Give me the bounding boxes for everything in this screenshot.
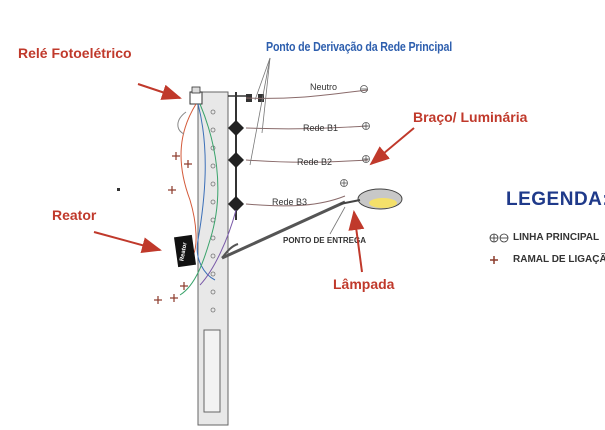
ponto-entrega-label: PONTO DE ENTREGA (283, 236, 366, 245)
callout-braco-luminaria: Braço/ Luminária (413, 109, 528, 125)
callout-arrows (93, 83, 415, 273)
wire-label-neutro: Neutro (310, 82, 337, 92)
ponto-entrega-pointer (329, 206, 346, 235)
legend-item-ramal-ligacao: RAMAL DE LIGAÇÃO (513, 254, 605, 265)
main-line-wires (245, 89, 369, 207)
stray-dot (117, 188, 120, 191)
branch-wires (177, 103, 237, 296)
lampada-arrow (348, 210, 365, 273)
arm-luminaire (221, 188, 403, 260)
legend-plus-icon (490, 256, 498, 264)
main-line-symbol-icons (340, 85, 370, 187)
callout-rele-fotoeletrico: Relé Fotoelétrico (18, 45, 132, 61)
photoelectric-relay (189, 86, 203, 105)
branch-plus-icons (154, 152, 192, 304)
wire-label-rede-b2: Rede B2 (297, 157, 332, 167)
diagram-title: Ponto de Derivação da Rede Principal (266, 39, 453, 54)
legend-title: LEGENDA: (506, 189, 605, 210)
callout-reator: Reator (52, 207, 97, 223)
callout-lampada: Lâmpada (333, 276, 395, 292)
wire-label-rede-b3: Rede B3 (272, 197, 307, 207)
reator-arrow (93, 231, 162, 253)
legend-symbol-icons (489, 233, 509, 243)
reator-box: Reator (173, 234, 197, 268)
rele-arrow (137, 83, 182, 100)
braco-arrow (369, 127, 415, 166)
insulator-rack (228, 92, 264, 220)
wire-label-rede-b1: Rede B1 (303, 123, 338, 133)
reator-box-label: Reator (179, 241, 188, 261)
derivation-pointers (249, 57, 271, 166)
legend-item-linha-principal: LINHA PRINCIPAL (513, 232, 600, 243)
